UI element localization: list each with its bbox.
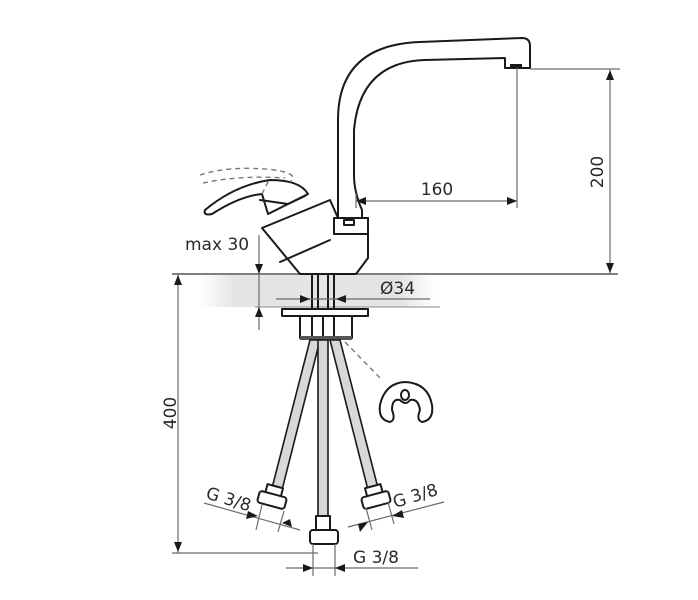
mounting-assembly (281, 273, 369, 341)
handle-lever-raised-dashed (199, 167, 294, 195)
dimension-label-g38-left: G 3/8 (204, 484, 254, 517)
dimension-label-g38-right: G 3/8 (391, 480, 441, 513)
dimension-label-200: 200 (588, 156, 608, 188)
horseshoe-washer (344, 341, 434, 423)
dimension-spout-reach: 160 (355, 68, 518, 208)
dimension-thread-center: G 3/8 (286, 544, 418, 576)
faucet-body (261, 199, 369, 275)
aerator (510, 64, 522, 68)
dimension-countertop: max 30 (185, 235, 263, 330)
dimension-label-160: 160 (421, 180, 453, 200)
center-supply-hose (309, 339, 339, 545)
handle-lever (203, 179, 309, 216)
left-supply-hose (256, 339, 322, 510)
right-supply-hose (328, 339, 392, 510)
dimension-hose-length: 400 (161, 274, 318, 554)
mounting-plate (281, 308, 369, 317)
dimension-spout-height: 200 (530, 68, 620, 274)
dimension-label-g38-center: G 3/8 (353, 548, 399, 568)
dimension-label-400: 400 (161, 397, 181, 429)
swivel-spout (337, 37, 531, 219)
dimension-thread-left: G 3/8 (204, 484, 301, 533)
dimension-label-d34: Ø34 (380, 279, 415, 299)
dimension-mounting-hole: Ø34 (276, 279, 430, 303)
dimension-label-max30: max 30 (185, 235, 249, 255)
